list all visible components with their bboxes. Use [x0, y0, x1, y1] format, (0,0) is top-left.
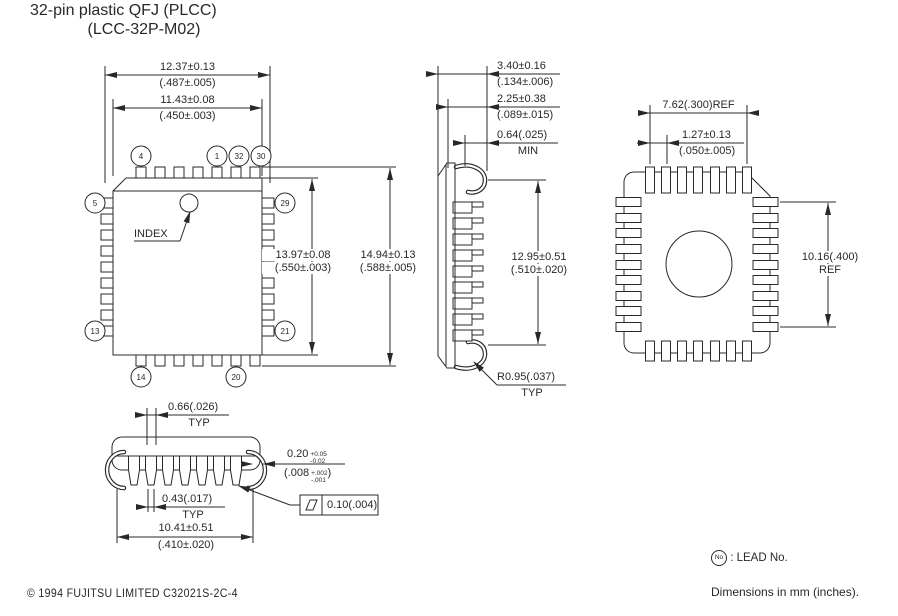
- center-cavity-circle: [665, 230, 733, 298]
- dim-height-body-in: (.550±.003): [262, 262, 344, 274]
- dim-ref-height-note: REF: [789, 264, 871, 276]
- front-view-j-hooks: [104, 449, 268, 491]
- tol-plus: +0.05: [310, 451, 327, 458]
- dim-pitch-mm: 1.27±0.13: [682, 129, 731, 141]
- side-view-leads: [452, 201, 484, 342]
- dim-lead-thickness-mm: 0.20+0.05-0.02: [287, 448, 327, 465]
- dim-width-outer-mm: 12.37±0.13: [160, 61, 215, 73]
- copyright-line: © 1994 FUJITSU LIMITED C32021S-2C-4: [27, 586, 238, 600]
- dim-width-outer-in: (.487±.005): [159, 77, 216, 89]
- bottom-view-lead-tabs: [615, 166, 779, 362]
- dim-clearance-note: MIN: [517, 145, 539, 157]
- side-view: [426, 66, 566, 386]
- lead-thickness-mm-tolerance: +0.05-0.02: [310, 451, 327, 465]
- lead-number-30: 30: [257, 152, 266, 161]
- lead-number-5: 5: [93, 199, 98, 208]
- dim-lead-tip-width-mm: 0.43(.017): [162, 493, 213, 505]
- lead-thickness-mm-value: 0.20: [287, 448, 309, 460]
- flatness-value: 0.10(.004): [327, 499, 378, 511]
- side-view-j-hooks: [453, 163, 488, 371]
- lead-number-20: 20: [232, 373, 241, 382]
- front-view: [104, 408, 379, 543]
- lead-thickness-in-value: (.008: [284, 467, 310, 479]
- lead-number-1: 1: [215, 152, 220, 161]
- paren-close: ): [327, 467, 332, 479]
- dim-clearance-mm: 0.64(.025): [497, 129, 548, 141]
- front-view-leads: [128, 455, 242, 486]
- tol-plus: +.002: [311, 470, 328, 477]
- lead-number-32: 32: [235, 152, 244, 161]
- dim-width-body-mm: 11.43±0.08: [160, 94, 215, 106]
- lead-number-symbol-icon: No: [711, 550, 727, 566]
- dim-lead-width-note: TYP: [188, 417, 210, 429]
- bottom-view: [615, 105, 836, 362]
- dim-lead-span-front-in: (.410±.020): [157, 539, 215, 551]
- lead-number-4: 4: [139, 152, 144, 161]
- dim-lead-span-side-in: (.510±.020): [497, 264, 581, 276]
- flatness-frame: [238, 485, 379, 516]
- dim-lead-tip-width-note: TYP: [182, 509, 204, 521]
- dim-radius-mm: R0.95(.037): [497, 371, 556, 383]
- lead-number-14: 14: [137, 373, 146, 382]
- dim-height-outer-in: (.588±.005): [346, 262, 430, 274]
- package-code: (LCC-32P-M02): [87, 21, 201, 38]
- dim-thickness-in: (.134±.006): [497, 76, 554, 88]
- dim-height-outer-mm: 14.94±0.13: [346, 249, 430, 261]
- units-note: Dimensions in mm (inches).: [711, 585, 860, 599]
- lead-number-legend-text: : LEAD No.: [727, 552, 788, 565]
- dim-width-body-in: (.450±.003): [159, 110, 216, 122]
- dim-height-body-mm: 13.97±0.08: [262, 249, 344, 261]
- lead-number-29: 29: [281, 199, 290, 208]
- dim-lead-width-mm: 0.66(.026): [168, 401, 219, 413]
- page-title: 32-pin plastic QFJ (PLCC): [30, 2, 217, 19]
- dim-radius-note: TYP: [521, 387, 543, 399]
- lead-number-legend: No : LEAD No.: [711, 550, 788, 566]
- lead-number-badges: [84, 145, 296, 388]
- parallelogram-symbol-icon: [305, 499, 318, 511]
- top-view: [100, 66, 396, 367]
- dim-ref-width: 7.62(.300)REF: [662, 99, 735, 111]
- dim-thickness-mm: 3.40±0.16: [497, 60, 546, 72]
- index-label: INDEX: [134, 228, 168, 240]
- dim-standoff-mm: 2.25±0.38: [497, 93, 546, 105]
- dim-standoff-in: (.089±.015): [497, 109, 554, 121]
- dim-pitch-in: (.050±.005): [679, 145, 736, 157]
- index-mark: [179, 193, 199, 213]
- tol-minus: -0.02: [310, 457, 326, 465]
- tol-minus: -.001: [311, 476, 326, 484]
- dim-lead-span-front-mm: 10.41±0.51: [158, 522, 214, 534]
- dim-lead-thickness-in: (.008+.002-.001): [284, 467, 331, 484]
- dim-lead-span-side-mm: 12.95±0.51: [497, 251, 581, 263]
- lead-thickness-in-tolerance: +.002-.001: [311, 470, 328, 484]
- lead-number-labels: 4 1 32 30 5 29 13 21 14 20: [91, 152, 290, 382]
- lead-number-21: 21: [281, 327, 290, 336]
- dim-ref-height-mm: 10.16(.400): [789, 251, 871, 263]
- lead-number-13: 13: [91, 327, 100, 336]
- top-view-body: [112, 177, 263, 356]
